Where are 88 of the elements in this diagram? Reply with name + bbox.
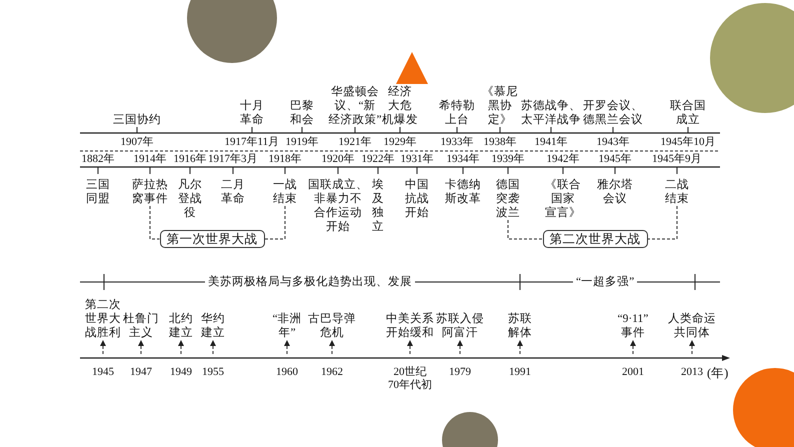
year-label: 1938年	[484, 136, 516, 149]
year-label: 1949	[170, 366, 192, 379]
dashed-connector	[264, 206, 286, 240]
year-label: 1955	[202, 366, 224, 379]
event-label: 巴黎和会	[290, 99, 314, 127]
year-label: 1931年	[400, 153, 434, 166]
event-label: 开罗会议、德黑兰会议	[583, 99, 643, 127]
year-label: 1919年	[286, 136, 318, 149]
period-label: 美苏两极格局与多极化趋势出现、发展	[205, 275, 415, 289]
year-label: 1917年3月	[208, 153, 258, 166]
year-label: 1941年	[534, 136, 568, 149]
event-label: 二月革命	[221, 178, 245, 206]
event-label: 第二次世界大战胜利	[85, 298, 121, 340]
event-label: “非洲年”	[272, 312, 302, 340]
event-label: 华约建立	[201, 312, 225, 340]
dashed-arrow	[210, 340, 216, 354]
event-label: 人类命运共同体	[668, 312, 716, 340]
event-label: 古巴导弹危机	[308, 312, 356, 340]
event-label: 三国协约	[113, 113, 161, 127]
event-label: 一战结束	[273, 178, 297, 206]
year-label: 1920年	[322, 153, 354, 166]
year-label: 1945	[92, 366, 114, 379]
dashed-arrow	[517, 340, 523, 354]
unit-label: (年)	[707, 366, 728, 380]
year-label: 1979	[449, 366, 471, 379]
event-label: 中美关系开始缓和	[386, 312, 434, 340]
event-label: 北约建立	[169, 312, 193, 340]
year-label: 1939年	[492, 153, 524, 166]
year-label: 1882年	[82, 153, 114, 166]
dashed-arrow	[284, 340, 290, 354]
event-label: “9·11”事件	[618, 312, 648, 340]
year-label: 1991	[509, 366, 531, 379]
dashed-arrow	[329, 340, 335, 354]
event-label: 希特勒上台	[439, 99, 475, 127]
event-label: 雅尔塔会议	[597, 178, 633, 206]
year-label: 2013	[681, 366, 703, 379]
period-box: 第一次世界大战	[160, 230, 264, 248]
dashed-arrow	[630, 340, 636, 354]
event-label: 埃及独立	[372, 178, 384, 234]
event-label: 三国同盟	[86, 178, 110, 206]
event-label: 苏联入侵阿富汗	[436, 312, 484, 340]
event-label: 《慕尼黑协定》	[482, 85, 518, 127]
year-label: 1943年	[596, 136, 630, 149]
event-label: 国联成立、非暴力不合作运动开始	[308, 178, 368, 234]
year-label: 1916年	[174, 153, 206, 166]
dashed-arrow	[457, 340, 463, 354]
event-label: 苏联解体	[508, 312, 532, 340]
event-label: 华盛顿会议、“新经济政策”	[328, 85, 382, 127]
year-label: 1917年11月	[224, 136, 280, 149]
period-label: “一超多强”	[573, 275, 638, 289]
event-label: 中国抗战开始	[405, 178, 429, 220]
year-label: 1929年	[384, 136, 416, 149]
year-label: 1947	[130, 366, 152, 379]
year-label: 1934年	[446, 153, 480, 166]
event-label: 《联合国家宣言》	[545, 178, 581, 220]
dashed-connector	[647, 206, 678, 240]
event-label: 十月革命	[240, 99, 264, 127]
year-label: 20世纪70年代初	[388, 366, 432, 392]
year-label: 1942年	[546, 153, 580, 166]
event-label: 卡德纳斯改革	[445, 178, 481, 206]
year-label: 1962	[321, 366, 343, 379]
event-label: 二战结束	[665, 178, 689, 206]
dashed-arrow	[138, 340, 144, 354]
dashed-arrow	[100, 340, 106, 354]
event-label: 联合国成立	[670, 99, 706, 127]
year-label: 1945年10月	[660, 136, 716, 149]
year-label: 1914年	[134, 153, 166, 166]
event-label: 德国突袭波兰	[496, 178, 520, 220]
dashed-connector	[508, 220, 543, 240]
event-label: 杜鲁门主义	[123, 312, 159, 340]
year-label: 2001	[622, 366, 644, 379]
event-label: 凡尔登战役	[178, 178, 202, 220]
year-label: 1960	[276, 366, 298, 379]
dashed-connector	[150, 206, 160, 240]
dashed-arrow	[689, 340, 695, 354]
event-label: 萨拉热窝事件	[132, 178, 168, 206]
year-label: 1907年	[120, 136, 154, 149]
year-label: 1933年	[440, 136, 474, 149]
year-label: 1945年9月	[652, 153, 702, 166]
year-label: 1921年	[338, 136, 372, 149]
period-box: 第二次世界大战	[542, 230, 648, 248]
dashed-arrow	[178, 340, 184, 354]
year-label: 1918年	[268, 153, 302, 166]
year-label: 1922年	[362, 153, 394, 166]
year-label: 1945年	[598, 153, 632, 166]
event-label: 苏德战争、太平洋战争	[521, 99, 581, 127]
event-label: 经济大危机爆发	[382, 85, 418, 127]
dashed-arrow	[407, 340, 413, 354]
